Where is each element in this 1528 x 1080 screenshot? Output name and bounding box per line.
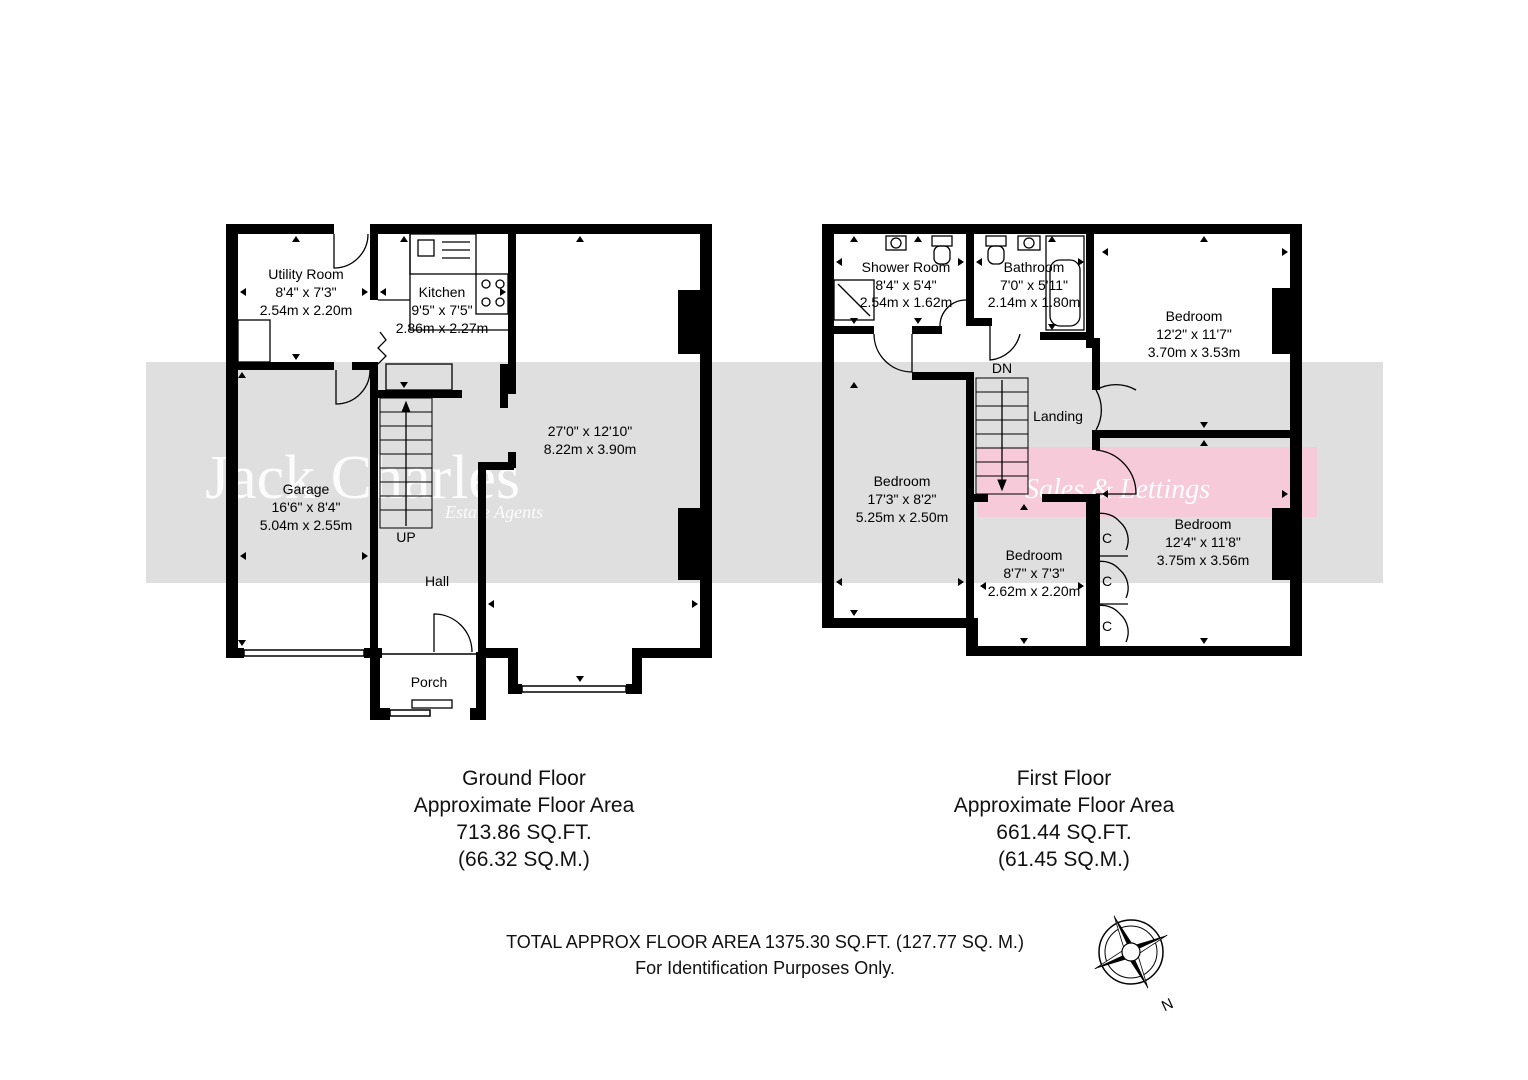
- cupboard-label: C: [1102, 618, 1112, 634]
- bedroom-se-name: Bedroom: [1175, 516, 1232, 532]
- living-room-metric: 8.22m x 3.90m: [544, 441, 637, 457]
- first-floor-doors: [833, 235, 1137, 643]
- bedroom-w-metric: 5.25m x 2.50m: [856, 509, 949, 525]
- total-floor-area: TOTAL APPROX FLOOR AREA 1375.30 SQ.FT. (…: [506, 932, 1024, 952]
- first-floor-labels: Shower Room 8'4" x 5'4" 2.54m x 1.62m Ba…: [856, 259, 1250, 634]
- utility-room-name: Utility Room: [268, 266, 343, 282]
- ground-floor-dimension-arrows: [238, 236, 698, 682]
- landing-name: Landing: [1033, 408, 1083, 424]
- compass-icon: [1094, 915, 1168, 989]
- bedroom-w-imperial: 17'3" x 8'2": [868, 491, 937, 507]
- kitchen-imperial: 9'5" x 7'5": [411, 302, 472, 318]
- ground-floor-windows: [237, 225, 667, 717]
- cupboard-label: C: [1102, 530, 1112, 546]
- first-floor-windows: [857, 225, 1261, 655]
- ground-floor-title: Ground Floor: [462, 767, 586, 790]
- first-floor-dimension-arrows: [836, 236, 1288, 644]
- bedroom-ne-name: Bedroom: [1166, 308, 1223, 324]
- first-floor-sqft: 661.44 SQ.FT.: [996, 821, 1132, 844]
- first-floor-walls: [822, 224, 1302, 656]
- bedroom-s-imperial: 8'7" x 7'3": [1003, 565, 1064, 581]
- utility-room-imperial: 8'4" x 7'3": [275, 284, 336, 300]
- first-floor-stairs: [975, 377, 1029, 495]
- bathroom-imperial: 7'0" x 5'11": [1000, 277, 1068, 293]
- bedroom-se-imperial: 12'4" x 11'8": [1165, 534, 1241, 550]
- compass-north-label: N: [1159, 995, 1176, 1015]
- kitchen-metric: 2.86m x 2.27m: [396, 320, 489, 336]
- kitchen-name: Kitchen: [419, 284, 466, 300]
- ground-floor-walls: [226, 224, 712, 720]
- shower-room-imperial: 8'4" x 5'4": [875, 277, 936, 293]
- porch-name: Porch: [411, 674, 448, 690]
- garage-metric: 5.04m x 2.55m: [260, 517, 353, 533]
- footer: TOTAL APPROX FLOOR AREA 1375.30 SQ.FT. (…: [400, 929, 1130, 981]
- living-room-imperial: 27'0" x 12'10": [548, 423, 633, 439]
- hall-name: Hall: [425, 573, 449, 589]
- first-floor-caption: First Floor Approximate Floor Area 661.4…: [914, 765, 1214, 873]
- ground-floor-caption: Ground Floor Approximate Floor Area 713.…: [374, 765, 674, 873]
- bedroom-s-metric: 2.62m x 2.20m: [988, 583, 1081, 599]
- ground-floor-sqft: 713.86 SQ.FT.: [456, 821, 592, 844]
- shower-room-metric: 2.54m x 1.62m: [860, 294, 953, 310]
- watermark-brand-sub: Estate Agents: [444, 502, 543, 522]
- watermark-brand: Jack Charles: [205, 444, 520, 512]
- first-floor-sqm: (61.45 SQ.M.): [998, 848, 1130, 871]
- bedroom-ne-imperial: 12'2" x 11'7": [1156, 326, 1232, 342]
- bathroom-metric: 2.14m x 1.80m: [988, 294, 1081, 310]
- ground-floor-subtitle: Approximate Floor Area: [413, 794, 635, 817]
- utility-room-metric: 2.54m x 2.20m: [260, 302, 353, 318]
- bedroom-se-metric: 3.75m x 3.56m: [1157, 552, 1250, 568]
- watermark: Jack Charles Estate Agents Sales & Letti…: [146, 362, 1383, 583]
- garage-name: Garage: [283, 481, 330, 497]
- stairs-up-label: UP: [396, 529, 415, 545]
- cupboard-label: C: [1102, 573, 1112, 589]
- first-floor-title: First Floor: [1016, 767, 1112, 790]
- bedroom-s-name: Bedroom: [1006, 547, 1063, 563]
- ground-floor-stairs: [379, 397, 433, 529]
- ground-floor-labels: Utility Room 8'4" x 7'3" 2.54m x 2.20m K…: [260, 266, 637, 690]
- first-floor-subtitle: Approximate Floor Area: [953, 794, 1175, 817]
- ground-floor-sqm: (66.32 SQ.M.): [458, 848, 590, 871]
- garage-imperial: 16'6" x 8'4": [272, 499, 341, 515]
- shower-room-name: Shower Room: [862, 259, 951, 275]
- identification-note: For Identification Purposes Only.: [635, 958, 895, 978]
- ground-floor-doors: [237, 233, 509, 709]
- bathroom-name: Bathroom: [1004, 259, 1065, 275]
- stairs-down-label: DN: [992, 360, 1012, 376]
- bedroom-ne-metric: 3.70m x 3.53m: [1148, 344, 1241, 360]
- bedroom-w-name: Bedroom: [874, 473, 931, 489]
